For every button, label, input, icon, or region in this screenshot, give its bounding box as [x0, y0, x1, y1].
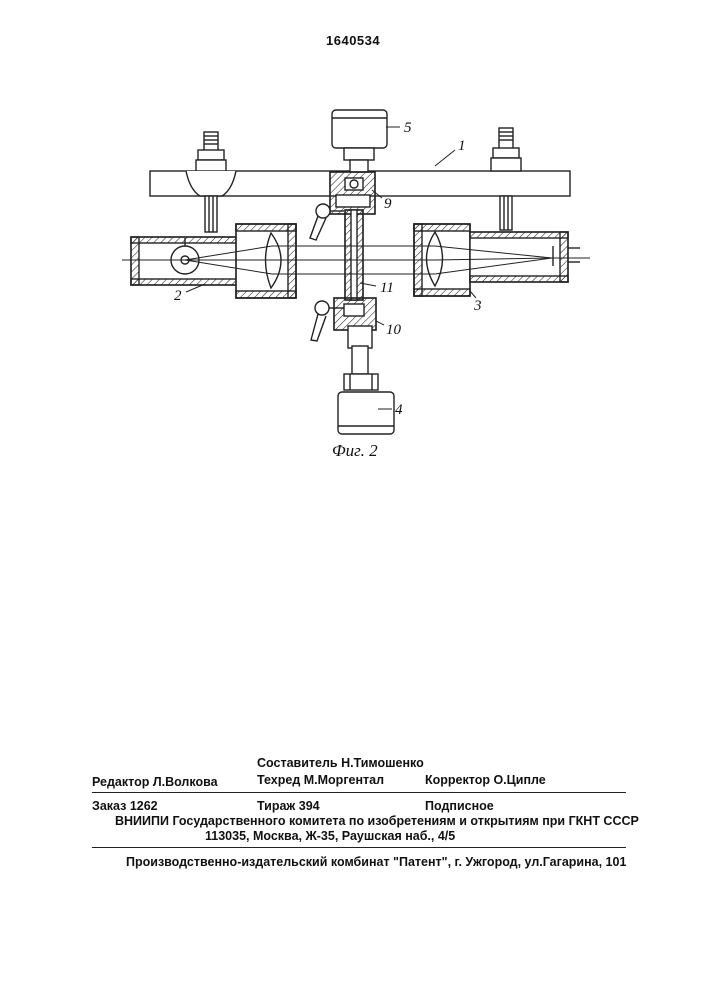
- editor-line: Редактор Л.Волкова: [92, 775, 218, 789]
- ref-label-10: 10: [386, 322, 402, 338]
- ref-label-1: 1: [458, 138, 466, 154]
- subscription-line: Подписное: [425, 799, 494, 813]
- light-source-tube: [131, 224, 296, 298]
- institute-line: ВНИИПИ Государственного комитета по изоб…: [115, 814, 639, 828]
- ref-label-11: 11: [380, 280, 394, 296]
- divider-bottom: [92, 847, 626, 848]
- address-line: 113035, Москва, Ж-35, Раушская наб., 4/5: [205, 829, 455, 843]
- ref-label-9: 9: [384, 196, 392, 212]
- order-line: Заказ 1262: [92, 799, 158, 813]
- ref-label-3: 3: [473, 298, 482, 314]
- divider-top: [92, 792, 626, 793]
- ref-label-4: 5: [404, 120, 412, 136]
- top-motor: [332, 110, 387, 172]
- techred-line: Техред М.Моргентал: [257, 773, 384, 787]
- publisher-line: Производственно-издательский комбинат "П…: [126, 855, 626, 869]
- technical-drawing: 5 1 9 2 11 10 3 4 Фиг. 2: [0, 0, 707, 480]
- corrector-line: Корректор О.Ципле: [425, 773, 546, 787]
- compiler-line: Составитель Н.Тимошенко: [257, 756, 424, 770]
- circulation-line: Тираж 394: [257, 799, 320, 813]
- lower-holder: [334, 298, 378, 390]
- upper-holder: [330, 172, 375, 214]
- figure-caption: Фиг. 2: [332, 441, 378, 460]
- ref-label-5: 4: [395, 402, 403, 418]
- bottom-motor: [338, 392, 394, 434]
- left-stud: [186, 132, 236, 232]
- ref-label-2: 2: [174, 288, 182, 304]
- vertical-sample: [345, 210, 363, 300]
